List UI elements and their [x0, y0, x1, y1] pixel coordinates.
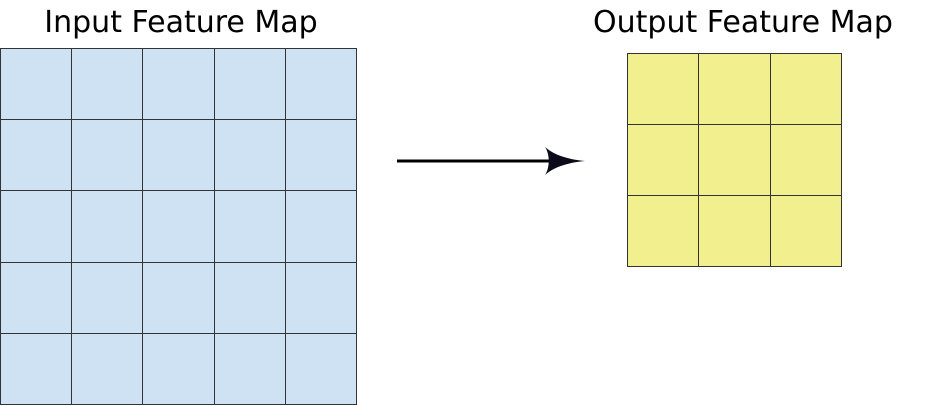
- input-feature-cell: [72, 262, 144, 334]
- output-feature-cell: [699, 54, 771, 125]
- input-feature-cell: [1, 333, 73, 405]
- output-feature-map-grid: [627, 53, 842, 267]
- input-feature-cell: [285, 191, 357, 263]
- output-feature-cell: [628, 196, 700, 267]
- input-feature-cell: [143, 333, 215, 405]
- input-feature-cell: [214, 120, 286, 192]
- input-feature-cell: [214, 262, 286, 334]
- output-feature-cell: [699, 125, 771, 196]
- output-feature-cell: [770, 54, 842, 125]
- input-feature-cell: [285, 120, 357, 192]
- output-feature-cell: [628, 54, 700, 125]
- input-feature-cell: [214, 333, 286, 405]
- input-feature-cell: [143, 49, 215, 121]
- input-feature-cell: [72, 49, 144, 121]
- output-feature-cell: [770, 125, 842, 196]
- output-feature-cell: [770, 196, 842, 267]
- input-feature-cell: [1, 120, 73, 192]
- input-feature-cell: [285, 333, 357, 405]
- input-feature-cell: [1, 191, 73, 263]
- output-feature-cell: [628, 125, 700, 196]
- input-feature-map-title: Input Feature Map: [44, 5, 318, 40]
- input-feature-cell: [72, 120, 144, 192]
- input-feature-cell: [72, 191, 144, 263]
- input-feature-cell: [1, 262, 73, 334]
- input-feature-cell: [214, 49, 286, 121]
- input-feature-map-grid: [0, 48, 357, 405]
- input-feature-cell: [72, 333, 144, 405]
- input-feature-cell: [143, 120, 215, 192]
- input-feature-cell: [143, 191, 215, 263]
- right-arrow-icon: [397, 147, 585, 175]
- input-feature-cell: [285, 49, 357, 121]
- output-feature-map-title: Output Feature Map: [593, 5, 893, 40]
- input-feature-cell: [285, 262, 357, 334]
- output-feature-cell: [699, 196, 771, 267]
- input-feature-cell: [143, 262, 215, 334]
- input-feature-cell: [1, 49, 73, 121]
- input-feature-cell: [214, 191, 286, 263]
- arrow-head: [545, 147, 585, 175]
